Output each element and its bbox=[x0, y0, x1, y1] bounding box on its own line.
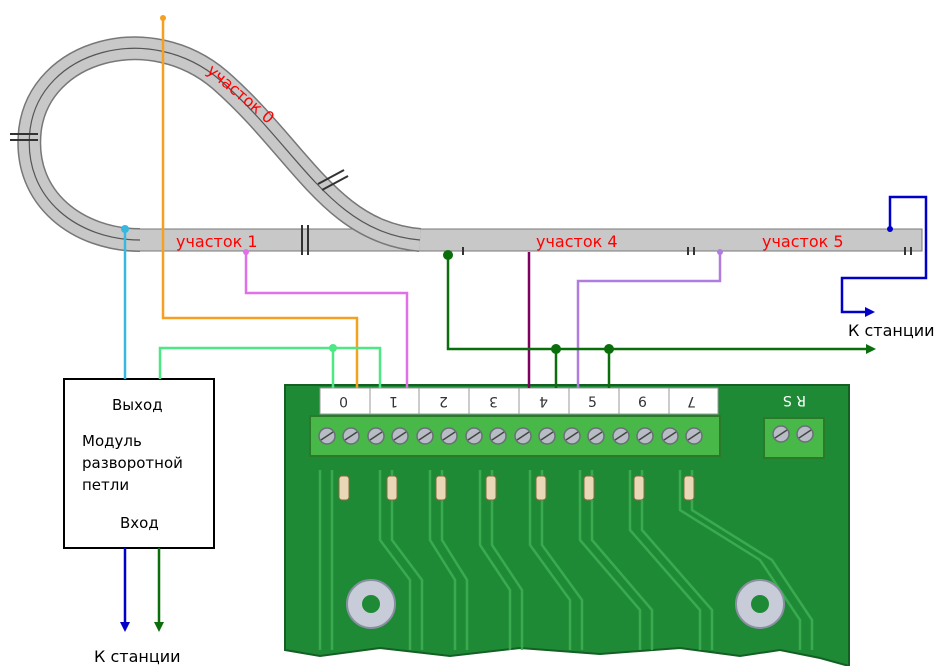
wires bbox=[120, 15, 928, 632]
terminal-label-1: 1 bbox=[389, 393, 398, 409]
magenta-wire bbox=[244, 252, 409, 388]
rs-terminal-block bbox=[763, 417, 825, 459]
track bbox=[10, 36, 923, 255]
mounting-hole-right bbox=[735, 579, 785, 629]
terminal-label-4: 4 bbox=[539, 393, 548, 409]
lilac-wire bbox=[576, 252, 722, 388]
module-name-line2: разворотной bbox=[82, 454, 183, 472]
section-4-label: участок 4 bbox=[536, 232, 618, 251]
to-station-bottom-label: К станции bbox=[94, 647, 181, 666]
mounting-hole-left bbox=[346, 579, 396, 629]
module-input-label: Вход bbox=[120, 514, 159, 532]
detector-board: 0 1 2 3 4 5 6 7 bbox=[284, 384, 850, 666]
terminal-label-6: 6 bbox=[638, 395, 647, 411]
terminal-label-3: 3 bbox=[489, 393, 498, 409]
module-name-line1: Модуль bbox=[82, 432, 142, 450]
terminal-label-0: 0 bbox=[339, 393, 348, 409]
reversing-loop-module bbox=[63, 378, 215, 549]
rs-label: R S bbox=[783, 392, 806, 408]
module-output-label: Выход bbox=[112, 396, 163, 414]
section-0-label: участок 0 bbox=[203, 61, 278, 128]
module-name-line3: петли bbox=[82, 476, 129, 494]
terminal-label-2: 2 bbox=[439, 393, 448, 409]
light-green-wire bbox=[158, 346, 382, 388]
terminal-label-5: 5 bbox=[588, 395, 597, 411]
section-1-label: участок 1 bbox=[176, 232, 258, 251]
orange-wire bbox=[161, 18, 359, 388]
rail-gaps bbox=[10, 133, 912, 255]
section-5-label: участок 5 bbox=[762, 232, 844, 251]
terminal-label-7: 7 bbox=[687, 393, 696, 409]
dark-green-wire bbox=[446, 255, 876, 354]
resistors bbox=[338, 475, 695, 501]
terminal-numbers: 0 1 2 3 4 5 6 7 bbox=[339, 393, 696, 411]
pcb-traces bbox=[318, 470, 814, 650]
to-station-right-label: К станции bbox=[848, 321, 935, 340]
blue-wire-right bbox=[840, 195, 928, 317]
